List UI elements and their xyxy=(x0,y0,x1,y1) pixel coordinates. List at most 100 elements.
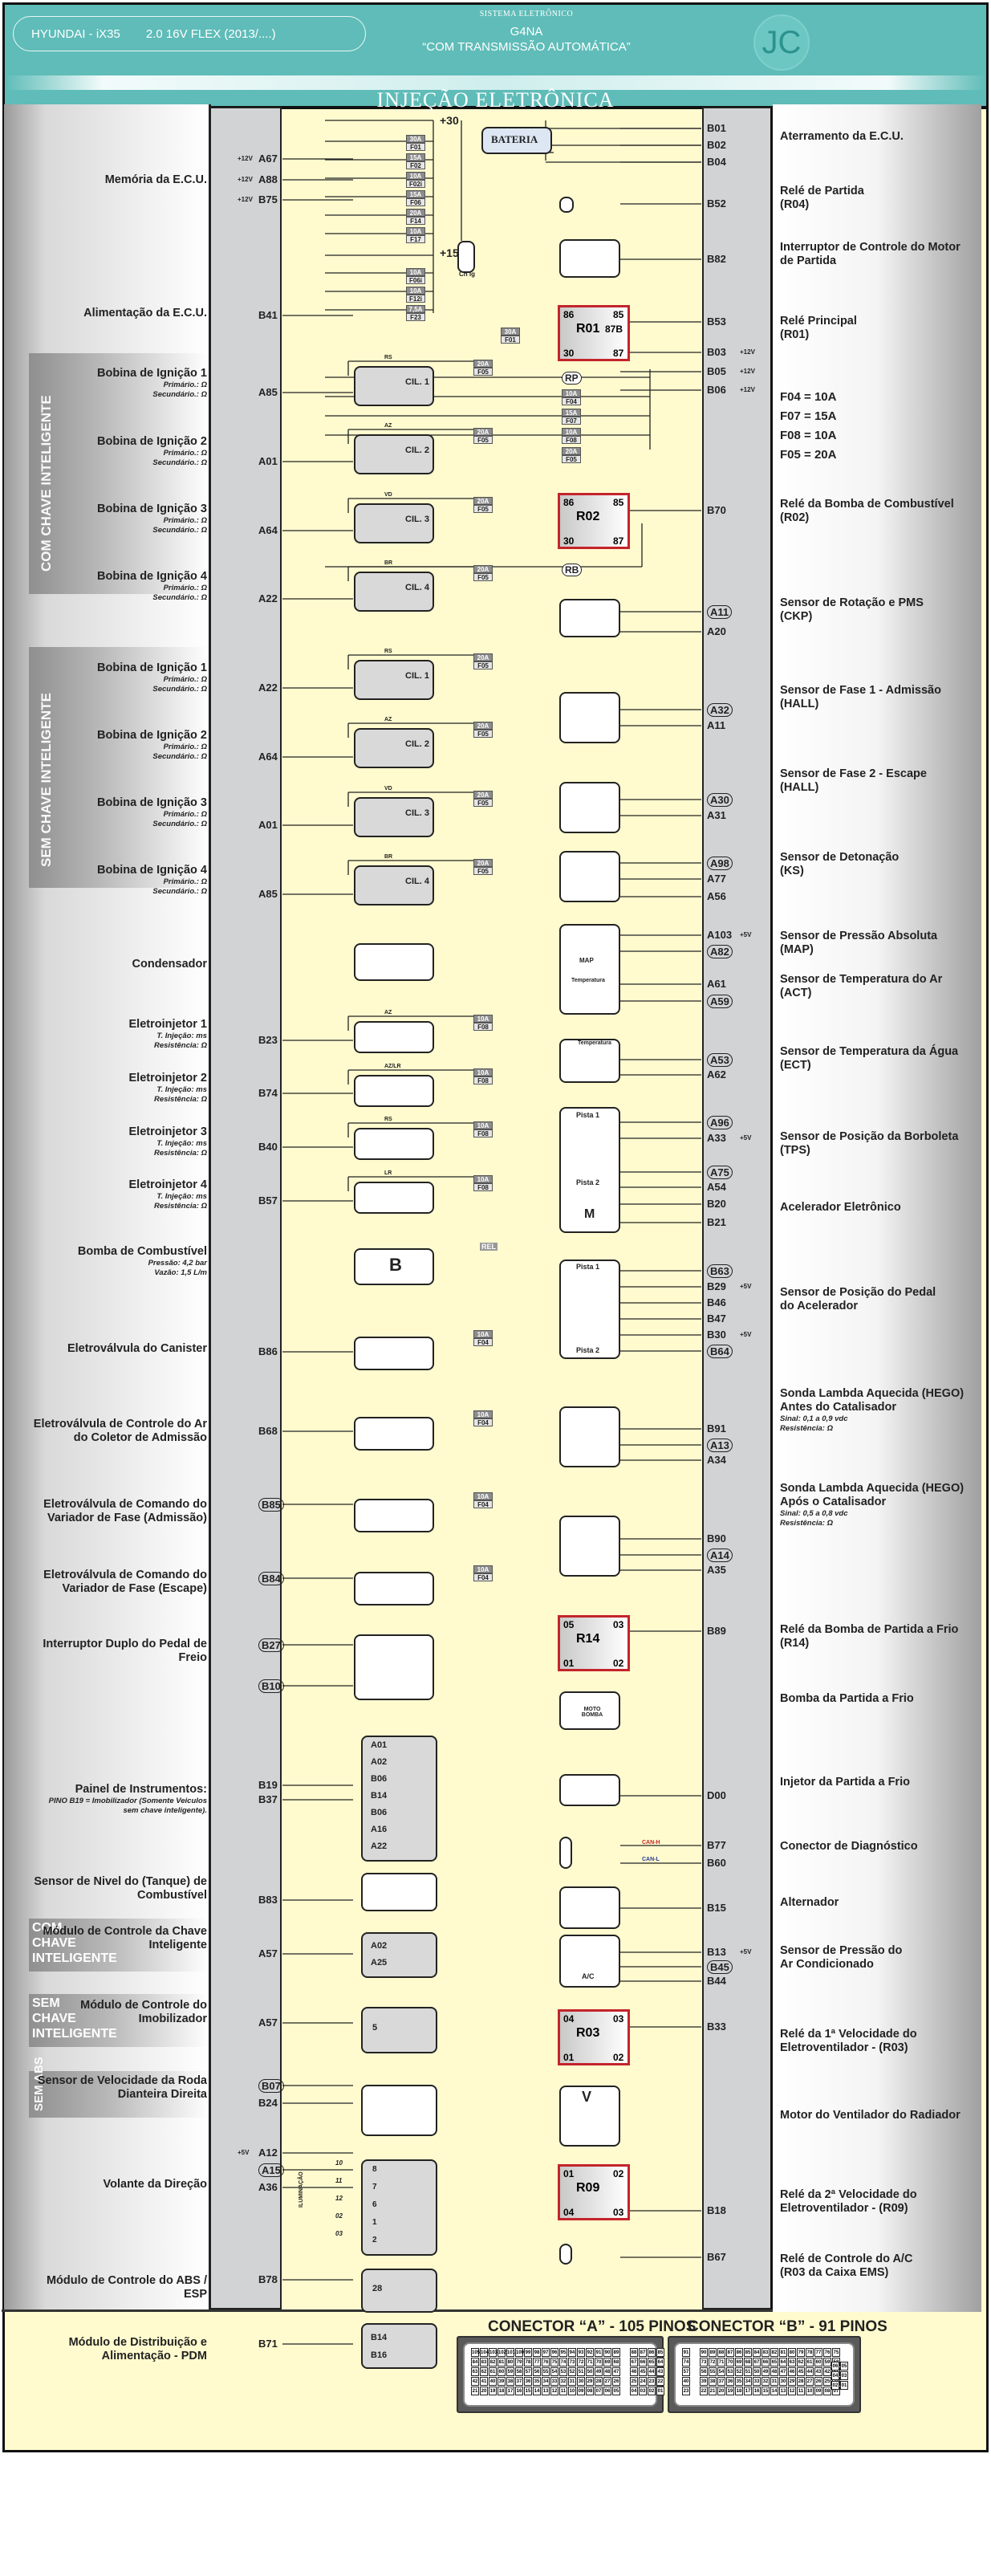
ecu-pin: A103 xyxy=(707,929,733,941)
component-title: Sensor de Posição da Borboleta xyxy=(780,1130,959,1143)
connector-pin: 78 xyxy=(806,2348,814,2357)
component-spec: Secundário.: Ω xyxy=(152,526,207,535)
ecu-pin: B63 xyxy=(707,1264,733,1278)
ecu-pin: B57 xyxy=(258,1194,278,1207)
fuse-id: F02i xyxy=(406,180,425,188)
fuse-rating: 20A xyxy=(406,209,425,217)
ecu-pin: B68 xyxy=(258,1425,278,1437)
connector-pin: 79 xyxy=(515,2358,523,2366)
connector-pin: 16 xyxy=(753,2387,761,2395)
right-component-label: Bomba da Partida a Frio xyxy=(780,1692,914,1706)
component-spec: T. Injeção: ms xyxy=(156,1139,207,1148)
terminal-15-label: +15 xyxy=(440,246,459,259)
connector-pin: 05 xyxy=(612,2387,620,2395)
connector-pin: 12 xyxy=(788,2387,796,2395)
connector-pin: 74 xyxy=(559,2358,567,2366)
connector-pin: 62 xyxy=(480,2367,488,2376)
connector-pin: 17 xyxy=(744,2387,752,2395)
left-component-label: Volante da Direção xyxy=(104,2178,207,2191)
component-title: Bobina de Ignição 3 xyxy=(97,796,207,809)
wheel-speed-sensor xyxy=(361,2085,437,2136)
left-component-label: Módulo de Controle do Imobilizador xyxy=(30,1999,207,2026)
fuel-pump-symbol: B xyxy=(389,1255,402,1275)
ecu-pin: B40 xyxy=(258,1141,278,1153)
right-component-label: Relé de Controle do A/C(R03 da Caixa EMS… xyxy=(780,2252,912,2280)
ignition-coil xyxy=(354,503,434,543)
component-title: Relé da Bomba de Combustível xyxy=(780,498,954,511)
header: HYUNDAI - iX35 2.0 16V FLEX (2013/....) … xyxy=(5,5,986,112)
fuse-id: F05 xyxy=(473,573,493,581)
connector-pin: 42 xyxy=(471,2377,479,2386)
component-spec: Secundário.: Ω xyxy=(152,752,207,761)
right-component-label: Motor do Ventilador do Radiador xyxy=(780,2109,961,2122)
connector-pin: 43 xyxy=(656,2367,664,2376)
connector-pin: 11 xyxy=(797,2387,805,2395)
component-subtitle: (R04) xyxy=(780,198,810,211)
fuse-id: F08 xyxy=(473,1129,493,1137)
band-sem-chave xyxy=(29,647,209,888)
component-subtitle: Eletroventilador - (R09) xyxy=(780,2202,908,2215)
fuse-id: F05 xyxy=(473,867,493,875)
fuse-rating: 10A xyxy=(473,1068,493,1076)
ecu-pin: A75 xyxy=(707,1166,733,1179)
component-spec: Resistência: Ω xyxy=(780,1424,834,1433)
connector-pin: 59 xyxy=(823,2358,831,2366)
ignition-switch xyxy=(457,241,475,273)
fuse-summary-item: F07 = 15A xyxy=(780,409,837,423)
ecu-pin: B47 xyxy=(707,1312,726,1325)
module-pin: A25 xyxy=(371,1958,388,1968)
relay-pin: 05 xyxy=(563,1619,575,1630)
relay-pin: 02 xyxy=(613,1658,624,1669)
connector-pin: 03 xyxy=(840,2371,848,2380)
connector-pin: 03 xyxy=(639,2387,647,2395)
component-spec: T. Injeção: ms xyxy=(156,1085,207,1094)
module-pin: 8 xyxy=(372,2165,377,2174)
panel-pin: B06 xyxy=(371,1808,388,1817)
connector-pin: 35 xyxy=(533,2377,541,2386)
ecu-pin: B53 xyxy=(707,315,726,328)
clock-spring-number: 02 xyxy=(335,2212,343,2220)
fuse-id: F08 xyxy=(473,1183,493,1191)
connector-pin: 57 xyxy=(524,2367,532,2376)
relay-pin: 03 xyxy=(613,2013,624,2025)
connector-pin: 14 xyxy=(770,2387,778,2395)
ecu-pin: A01 xyxy=(258,819,278,831)
ignition-coil xyxy=(354,660,434,700)
ecu-pin: B75 xyxy=(258,193,278,206)
ecu-pin: A64 xyxy=(258,524,278,536)
wire-color-label: VD xyxy=(384,786,393,792)
connector-pin: 54 xyxy=(550,2367,558,2376)
connector-pin: 72 xyxy=(709,2358,717,2366)
connector-pin: 66 xyxy=(762,2358,770,2366)
component-title: Injetor da Partida a Frio xyxy=(780,1776,910,1789)
fuse-id: F08 xyxy=(473,1076,493,1085)
connector-pin: 22 xyxy=(656,2377,664,2386)
relay-pin: 85 xyxy=(613,497,624,508)
temperature-label: Temperatura xyxy=(571,978,605,983)
fuse-rating: 10A xyxy=(562,428,581,436)
fuse-rating: 10A xyxy=(473,1015,493,1023)
component-subtitle: de Partida xyxy=(780,254,837,267)
ecu-pin: A64 xyxy=(258,751,278,763)
ecu-pin: B83 xyxy=(258,1894,278,1906)
connector-pin: 52 xyxy=(568,2367,576,2376)
connector-pin: 75 xyxy=(550,2358,558,2366)
connector-pin: 39 xyxy=(498,2377,506,2386)
connector-pin: 60 xyxy=(498,2367,506,2376)
component-title: Sensor de Temperatura da Água xyxy=(780,1045,959,1058)
track1-label: Pista 1 xyxy=(576,1263,600,1271)
fuse-rating: 10A xyxy=(406,268,425,276)
connector-pin: 36 xyxy=(524,2377,532,2386)
connector-pin: 53 xyxy=(726,2367,734,2376)
